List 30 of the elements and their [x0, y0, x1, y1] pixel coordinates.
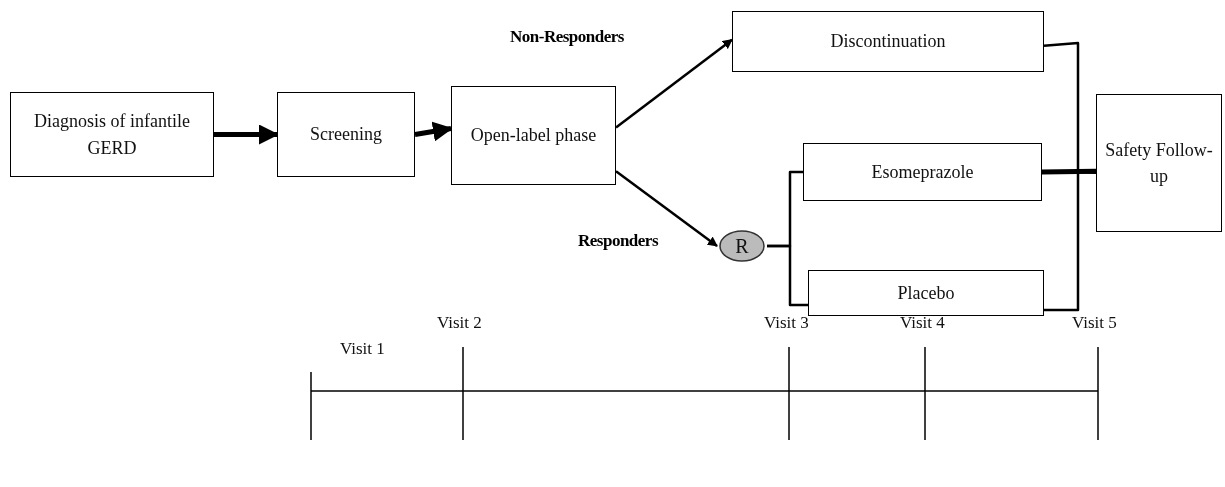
connector-line: [1044, 170, 1097, 312]
process-box: [803, 143, 1042, 201]
connector-line: [1041, 168, 1097, 175]
box-label: Placebo: [897, 281, 955, 305]
box-label: Screening: [310, 123, 382, 147]
process-box: [277, 92, 415, 177]
randomization-circle: [717, 230, 767, 262]
box-label: R: [735, 233, 749, 259]
process-box: [1096, 94, 1222, 232]
visit-label: Visit 4: [900, 313, 945, 333]
visit-label: Visit 3: [764, 313, 809, 333]
arrow: [214, 124, 279, 145]
process-box: [732, 11, 1044, 72]
box-label: Safety Follow-up: [1104, 138, 1214, 188]
edge-label: Non-Responders: [510, 27, 624, 47]
visit-label: Visit 1: [340, 339, 385, 359]
arrow: [414, 121, 453, 142]
process-box: [451, 86, 616, 185]
arrow: [615, 38, 733, 129]
process-box: [808, 270, 1044, 316]
box-label: Open-label phase: [470, 124, 597, 148]
edge-label: Responders: [578, 231, 658, 251]
process-box: [10, 92, 214, 177]
arrow: [615, 170, 718, 247]
visit-label: Visit 2: [437, 313, 482, 333]
box-label: Diagnosis of infantile GERD: [33, 110, 191, 160]
visit-label: Visit 5: [1072, 313, 1117, 333]
connector-line: [767, 244, 808, 307]
box-label: Discontinuation: [830, 30, 946, 54]
box-label: Esomeprazole: [871, 160, 974, 184]
